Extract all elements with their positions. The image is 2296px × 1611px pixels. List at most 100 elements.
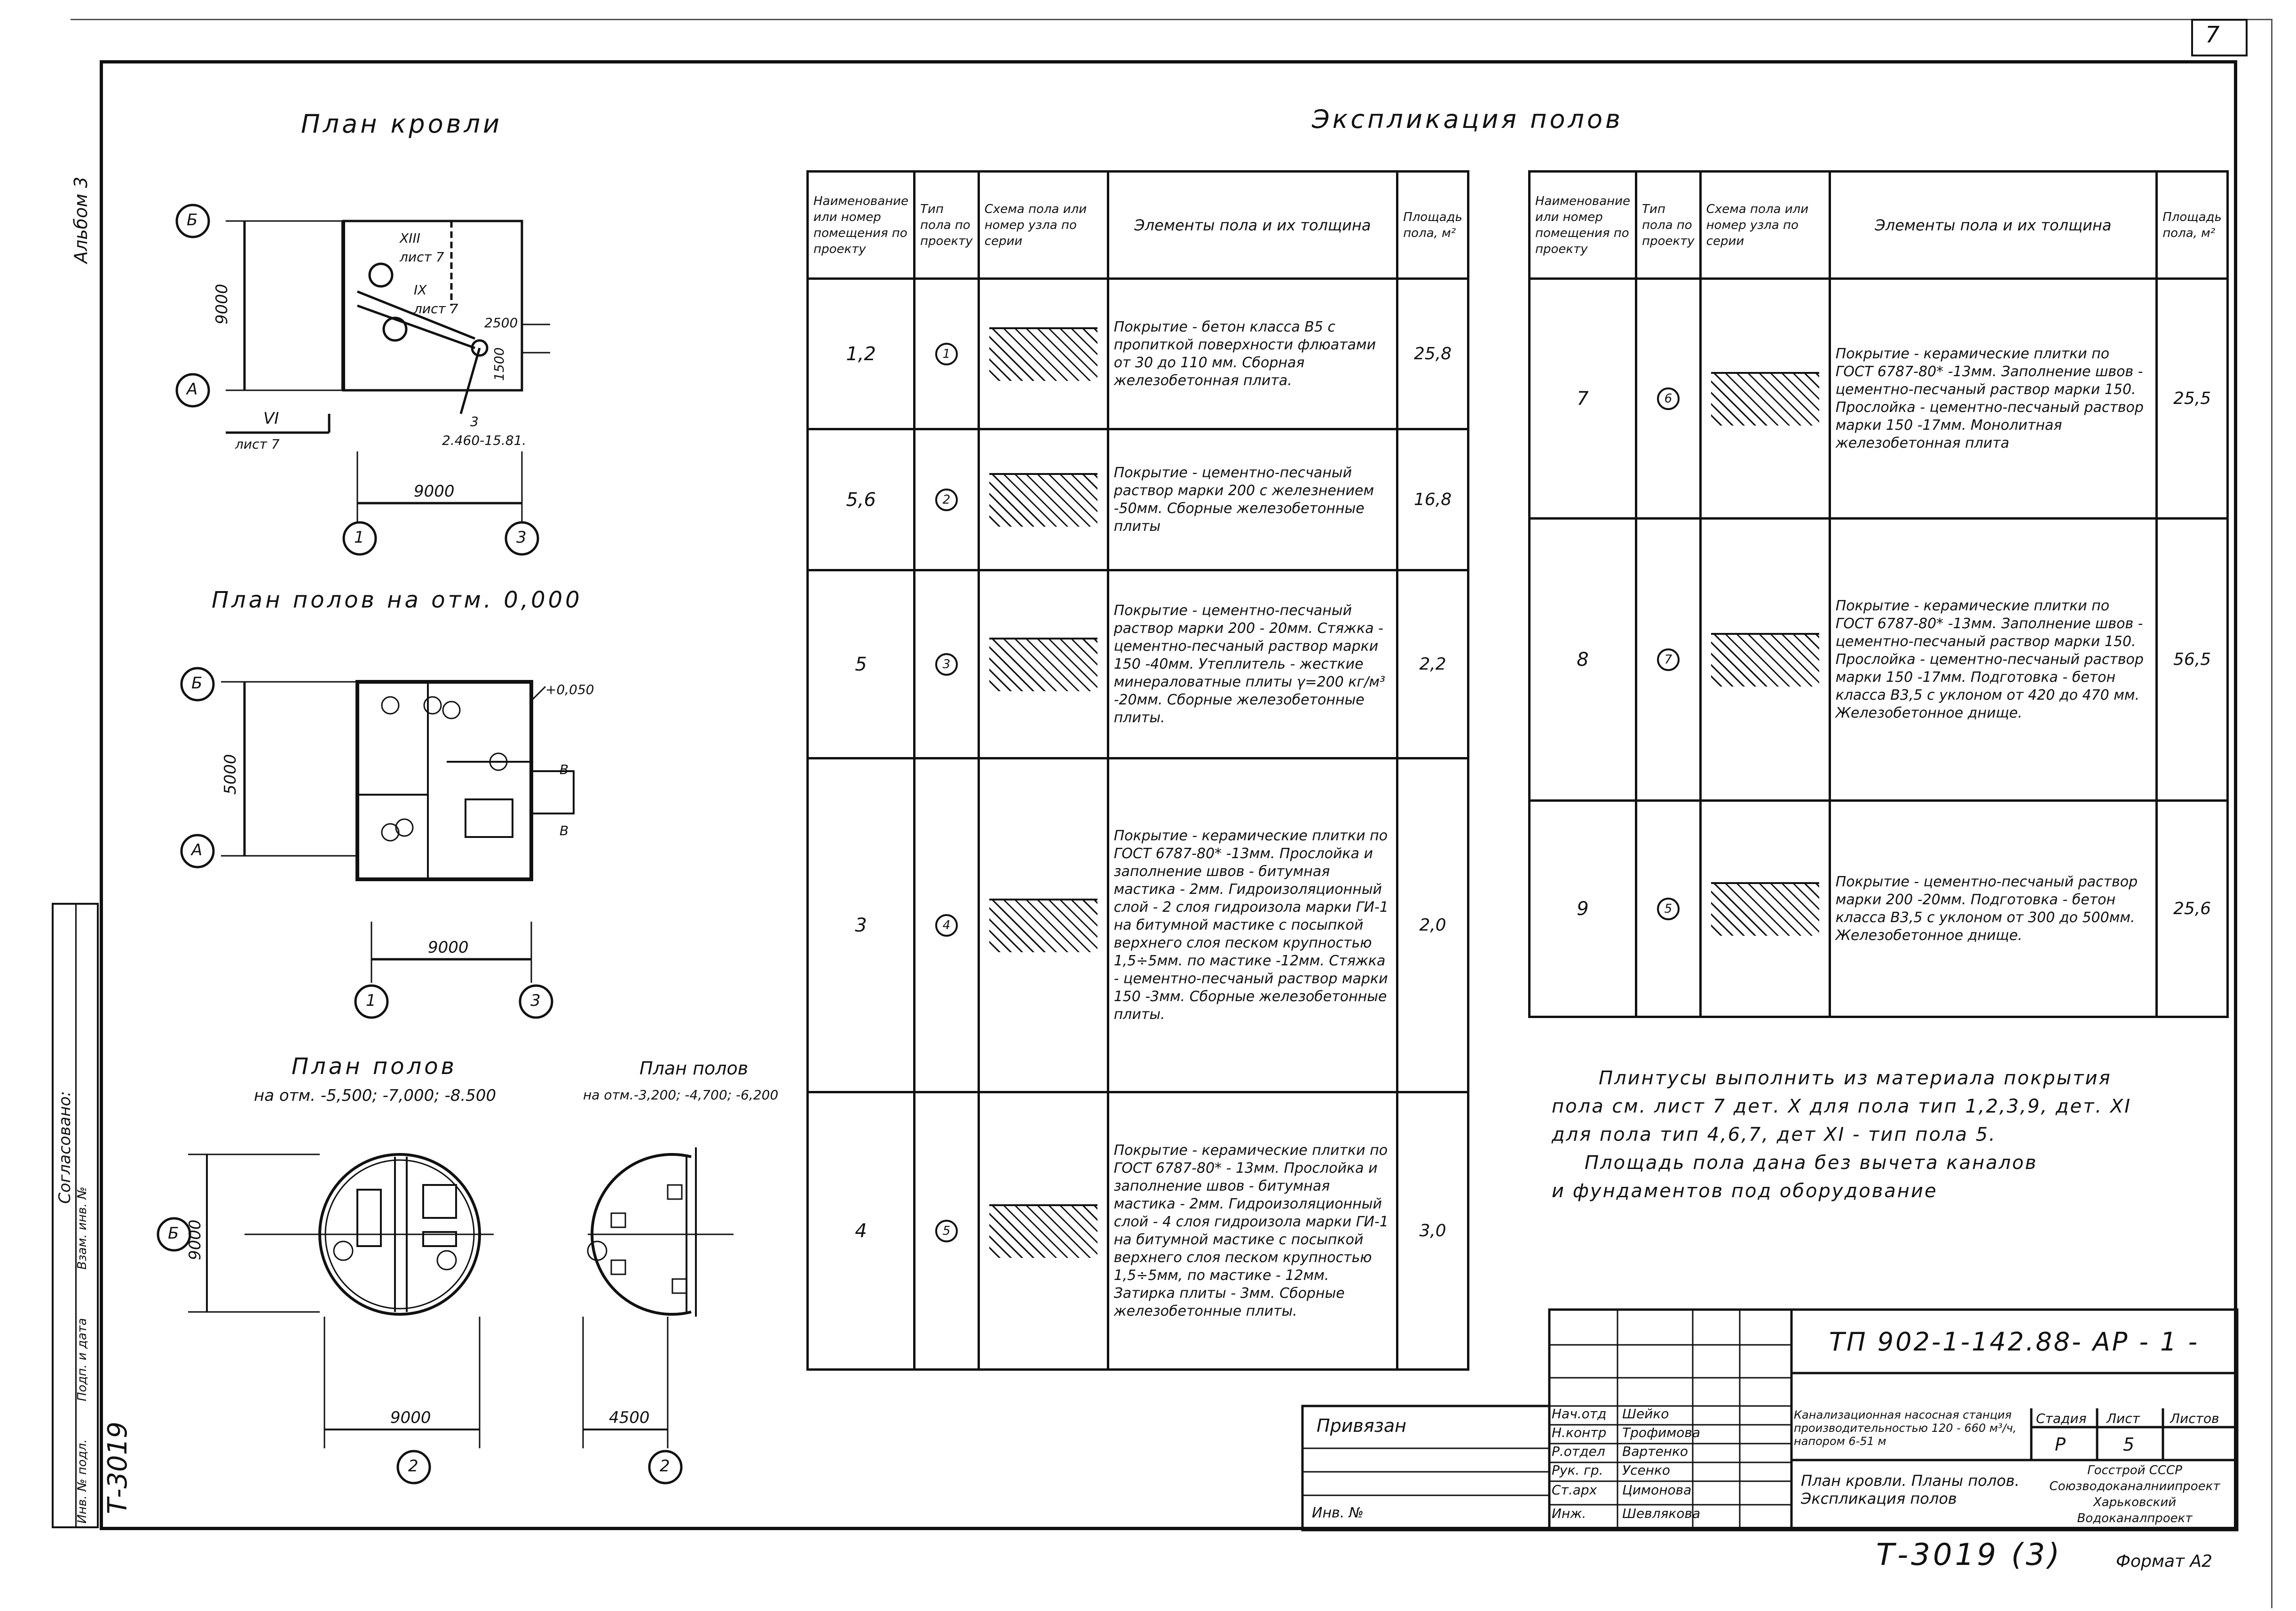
inventory-label: Инв. № [1312,1505,1364,1521]
low2-plan-subtitle: на отм.-3,200; -4,700; -6,200 [583,1087,779,1103]
col-header-scheme: Схема пола или номер узла по серии [977,170,1109,280]
roof-slope-text: 2.460-15.81. [442,433,527,448]
zero-dim-vertical: 5000 [221,754,240,795]
corner-sheet-number: 7 [2205,22,2220,48]
floor-type-badge: 1 [935,342,958,365]
roof-slope-number: 3 [470,414,479,429]
row-name: 3 [806,757,916,1093]
floor-type-badge: 2 [935,488,958,511]
col-header-name: Наименование или номер помещения по прое… [1528,170,1638,280]
role-4: Рук. гр. [1552,1462,1603,1478]
format-label: Формат А2 [2116,1552,2213,1571]
sheet-title: План кровли. Планы полов. Экспликация по… [1801,1472,2020,1508]
stage-value: Р [2055,1434,2066,1455]
floor-plan-low2-drawing [582,1147,734,1448]
floor-type-badge: 5 [1657,897,1680,920]
project-name: Канализационная насосная станция произво… [1794,1408,2017,1448]
roof-axis-bubbles [175,204,539,556]
low1-dim-9000: 9000 [390,1408,431,1427]
roof-callout-list7-b: лист 7 [414,301,458,316]
floor-type-badge: 7 [1657,648,1680,671]
col-header-scheme: Схема пола или номер узла по серии [1699,170,1831,280]
roof-section-list7: лист 7 [235,436,280,452]
row-name: 8 [1528,517,1638,802]
low1-axis-bubbles [157,1217,431,1485]
zero-axis-1-label: 1 [366,991,376,1010]
name-3: Вартенко [1622,1444,1688,1459]
table-row: 7 6 Покрытие - керамические плитки по ГО… [1528,277,2229,520]
low1-axis-b-label: Б [168,1224,179,1243]
roof-axis-a-label: А [187,380,198,399]
row-name: 7 [1528,277,1638,520]
trim-line-top [71,19,2271,20]
floor-type-badge: 4 [935,914,958,937]
trim-line-right [2271,19,2272,1608]
row-area: 56,5 [2155,517,2229,802]
name-1: Шейко [1622,1406,1669,1421]
role-6: Инж. [1552,1506,1586,1521]
roof-plan-title: План кровли [301,109,503,139]
floor-section-scheme [989,637,1097,691]
roof-callout-list7-a: лист 7 [400,249,444,265]
roof-section-vi: VI [263,409,279,428]
note-line-5: и фундаментов под оборудование [1552,1180,1938,1202]
row-elements: Покрытие - керамические плитки по ГОСТ 6… [1828,517,2158,802]
floor-plan-zero-drawing [221,680,575,983]
col-header-area: Площадь пола, м² [1396,170,1469,280]
low1-plan-subtitle: на отм. -5,500; -7,000; -8.500 [254,1086,497,1105]
sheet-header: Лист [2107,1411,2140,1426]
roof-dim-horizontal: 9000 [414,482,455,501]
table-row: 1,2 1 Покрытие - бетон класса В5 с пропи… [806,277,1469,430]
row-name: 5 [806,569,916,759]
col-header-elements: Элементы пола и их толщина [1106,170,1399,280]
roof-axis-b-label: Б [187,211,198,229]
zero-axis-3-label: 3 [530,991,541,1010]
left-approval-strip [52,903,99,1528]
low1-plan-title: План полов [292,1053,457,1080]
zero-axis-b-label: Б [191,674,203,693]
role-1: Нач.отд [1552,1406,1607,1421]
low2-axis-2-label: 2 [660,1457,670,1476]
name-4: Усенко [1622,1462,1671,1478]
floor-plan-zero-title: План полов на отм. 0,000 [212,587,583,613]
floor-type-badge: 3 [935,653,958,676]
roof-axis-1-label: 1 [354,528,364,547]
drawing-frame [100,60,2237,1530]
floor-section-scheme [989,327,1097,381]
explication-table-right: Наименование или номер помещения по прое… [1528,170,2229,1018]
row-elements: Покрытие - керамические плитки по ГОСТ 6… [1106,1091,1399,1371]
note-line-2: пола см. лист 7 дет. X для пола тип 1,2,… [1552,1096,2132,1117]
note-line-3: для пола тип 4,6,7, дет XI - тип пола 5. [1552,1124,1996,1145]
table-row: 8 7 Покрытие - керамические плитки по ГО… [1528,517,2229,802]
zero-section-mark-2: В [560,823,569,838]
zero-axis-a-label: А [191,841,203,860]
table-row: 5,6 2 Покрытие - цементно-песчаный раств… [806,428,1469,571]
roof-dim-vertical: 9000 [213,284,231,324]
roof-callout-xiii: XIII [400,230,420,246]
role-5: Ст.арх [1552,1482,1597,1498]
row-elements: Покрытие - керамические плитки по ГОСТ 6… [1106,757,1399,1093]
row-area: 25,8 [1396,277,1469,430]
low1-dim-vertical: 9000 [186,1219,205,1260]
bottom-archive-code: Т-3019 (3) [1876,1538,2063,1572]
row-elements: Покрытие - бетон класса В5 с пропиткой п… [1106,277,1399,430]
row-name: 1,2 [806,277,916,430]
low1-axis-2-label: 2 [408,1457,418,1476]
sheet-number: 5 [2123,1434,2135,1455]
floor-type-badge: 5 [935,1219,958,1242]
name-6: Шевлякова [1622,1506,1701,1521]
role-3: Р.отдел [1552,1444,1605,1459]
document-code: ТП 902-1-142.88- АР - 1 - [1829,1327,2200,1357]
zero-axis-bubbles [180,667,553,1019]
row-name: 9 [1528,799,1638,1018]
explication-table-left: Наименование или номер помещения по прое… [806,170,1469,1371]
table-row: 4 5 Покрытие - керамические плитки по ГО… [806,1091,1469,1371]
row-area: 16,8 [1396,428,1469,571]
table-row: 5 3 Покрытие - цементно-песчаный раствор… [806,569,1469,759]
floor-plan-low1-drawing [188,1153,494,1448]
privyazan-label: Привязан [1317,1415,1406,1436]
title-block-grid [1301,1308,2239,1532]
low2-dim-4500: 4500 [609,1408,650,1427]
floor-section-scheme [989,898,1097,952]
